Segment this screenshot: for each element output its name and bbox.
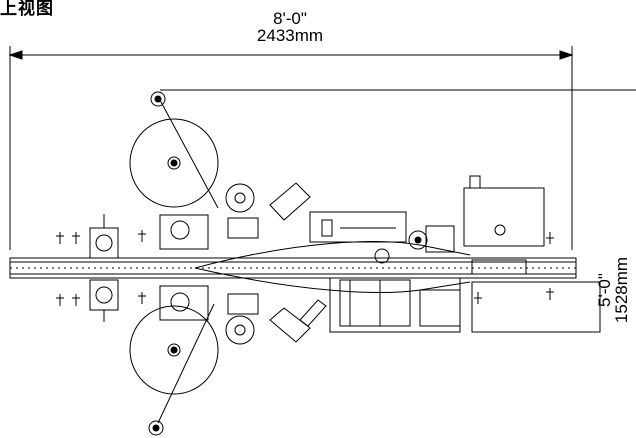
- central-control-box: [310, 212, 410, 326]
- guide-rail-adjusters: [56, 230, 554, 306]
- drawing-title: 上视图: [0, 0, 54, 18]
- upper-label-roll: [130, 92, 218, 208]
- lower-label-roll: [130, 304, 218, 435]
- width-feet: 8'-0": [273, 9, 307, 28]
- infeed-drive-wheels: [90, 214, 118, 322]
- width-dimension-line: [10, 46, 572, 250]
- main-conveyor: [10, 242, 576, 293]
- lower-applicator: [160, 286, 326, 344]
- width-dimension-label: 8'-0" 2433mm: [200, 10, 380, 44]
- control-cabinet: [464, 176, 600, 332]
- lower-frame: [330, 278, 460, 332]
- outfeed-roller: [409, 226, 454, 252]
- width-millimeters: 2433mm: [256, 26, 324, 45]
- upper-applicator: [160, 183, 310, 249]
